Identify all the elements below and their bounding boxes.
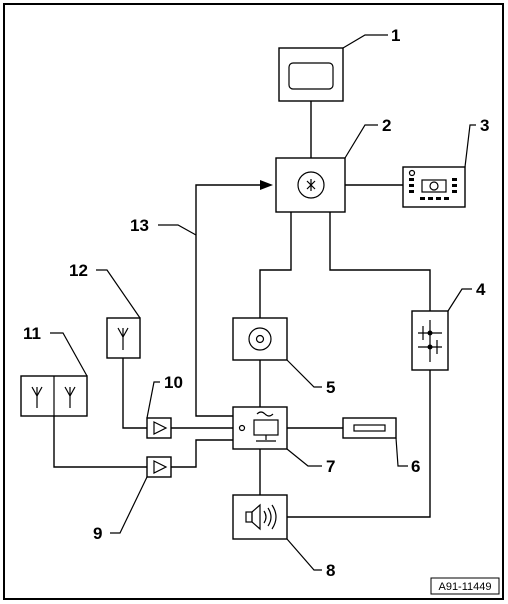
knob-icon: [408, 169, 416, 177]
figure-id: A91-11449: [438, 581, 491, 593]
button-grid-icon: [409, 178, 457, 200]
wire-distributor-to-speaker: [287, 370, 431, 518]
center-knob-icon: [429, 181, 439, 191]
leader-11: [50, 332, 88, 377]
callout-12: 12: [69, 261, 88, 280]
connection-lines: [53, 101, 431, 518]
single-antenna-unit: [106, 317, 141, 359]
front-panel-unit: [402, 166, 466, 208]
speaker-icon: [245, 503, 277, 531]
leader-12: [96, 269, 141, 319]
leader-1: [342, 34, 388, 49]
screen-icon: [288, 62, 334, 90]
disc-icon: [248, 327, 272, 351]
control-dial-icon: [297, 171, 325, 199]
receiver-unit: [232, 406, 288, 450]
slot-icon: [353, 424, 386, 432]
arrow-head-icon: [260, 180, 273, 190]
leader-7: [286, 448, 322, 467]
cd-drive-unit: [232, 317, 288, 361]
leader-8: [286, 538, 322, 571]
mini-display-icon: [421, 179, 447, 193]
amplifier-icon: [153, 421, 168, 435]
antenna-icon: [64, 386, 76, 408]
wire-feedback-to-control-unit: [195, 184, 262, 417]
dual-antenna-unit: [20, 375, 88, 417]
distributor-unit: [411, 310, 449, 371]
leader-5: [286, 359, 322, 388]
wire-antenna12-to-amp10: [122, 358, 147, 429]
callout-numbers: 1 2 3 4 5 6 7 8 9 10 11 12 13: [23, 26, 489, 580]
leader-lines: [50, 34, 476, 571]
leader-3: [464, 124, 476, 168]
antenna-icon: [31, 386, 43, 408]
callout-8: 8: [326, 561, 335, 580]
card-slot-unit: [342, 417, 397, 439]
leader-2: [344, 124, 378, 159]
callout-4: 4: [476, 280, 486, 299]
leader-4: [447, 288, 472, 312]
speaker-unit: [232, 494, 288, 540]
callout-13: 13: [130, 216, 149, 235]
wire-antenna11-to-amp9: [53, 416, 147, 468]
leader-10: [146, 381, 160, 419]
callout-10: 10: [164, 373, 183, 392]
diagram-frame: [3, 3, 504, 600]
callout-6: 6: [411, 457, 420, 476]
callout-9: 9: [93, 524, 102, 543]
wire-control-unit-to-distributor: [329, 212, 431, 311]
callout-5: 5: [326, 378, 335, 397]
antenna-amplifier-10: [146, 417, 172, 439]
callout-7: 7: [326, 457, 335, 476]
display-unit: [278, 47, 344, 102]
callout-3: 3: [480, 116, 489, 135]
leader-6: [395, 437, 408, 467]
antenna-icon: [117, 327, 129, 350]
junction-icon: [418, 320, 442, 362]
wire-amp9-to-receiver: [171, 439, 233, 468]
tuner-icon: [253, 411, 279, 442]
gear-icon: [306, 179, 316, 191]
leader-9: [110, 476, 148, 534]
indicator-icon: [238, 424, 246, 432]
leader-13: [158, 224, 197, 236]
wire-control-unit-to-drive: [259, 212, 292, 318]
control-unit: [275, 157, 346, 213]
figure-id-box: A91-11449: [430, 577, 500, 595]
callout-11: 11: [23, 324, 41, 343]
callout-2: 2: [382, 116, 391, 135]
amplifier-icon: [153, 460, 168, 474]
callout-1: 1: [391, 26, 400, 45]
antenna-amplifier-9: [146, 456, 172, 478]
